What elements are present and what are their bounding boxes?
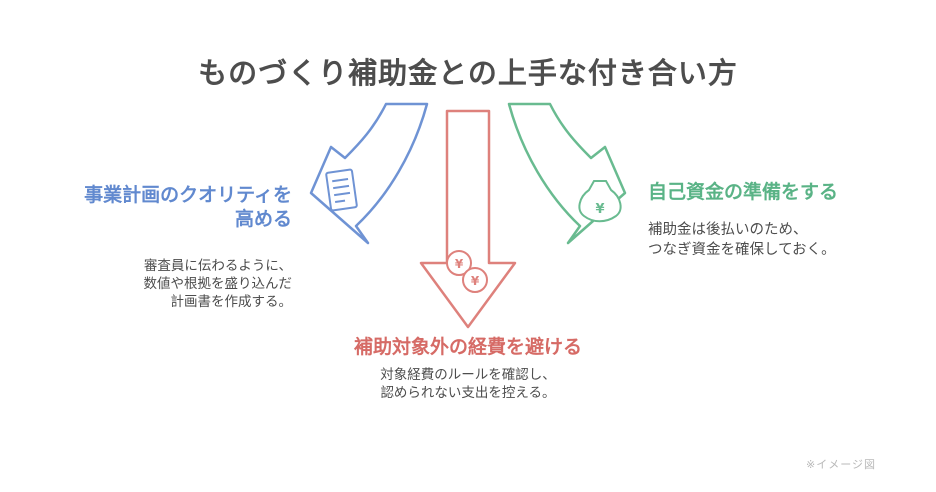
svg-text:¥: ¥ [471, 274, 480, 288]
left-desc-line3: 計画書を作成する。 [170, 294, 293, 311]
watermark-credit: ※イメージ図 [806, 458, 876, 471]
left-point-heading: 事業計画のクオリティを 高める [30, 184, 292, 232]
left-heading-line1: 事業計画のクオリティを [84, 184, 292, 206]
left-heading-line2: 高める [234, 207, 292, 230]
down-arrow-center [419, 109, 517, 329]
right-heading-line1: 自己資金の準備をする [648, 181, 839, 203]
right-desc-line1: 補助金は後払いのため、 [648, 222, 808, 238]
right-desc-line2: つなぎ資金を確保しておく。 [648, 241, 836, 258]
bottom-desc-line1: 対象経費のルールを確認し、 [380, 367, 556, 383]
bottom-point-description: 対象経費のルールを確認し、 認められない支出を控える。 [268, 366, 668, 402]
coins-icon: ¥ ¥ [446, 250, 488, 293]
bottom-point-heading: 補助対象外の経費を避ける [268, 336, 668, 360]
svg-text:¥: ¥ [595, 202, 604, 217]
right-point-description: 補助金は後払いのため、 つなぎ資金を確保しておく。 [648, 221, 888, 260]
money-bag-icon: ¥ [578, 180, 622, 223]
curved-arrow-right [507, 102, 627, 245]
diagram-title: ものづくり補助金との上手な付き合い方 [198, 56, 738, 90]
bottom-desc-line2: 認められない支出を控える。 [380, 385, 556, 402]
svg-text:¥: ¥ [455, 257, 464, 271]
right-point-heading: 自己資金の準備をする [648, 181, 888, 205]
left-desc-line2: 数値や根拠を盛り込んだ [143, 276, 293, 293]
left-point-description: 審査員に伝わるように、 数値や根拠を盛り込んだ 計画書を作成する。 [30, 257, 293, 312]
left-desc-line1: 審査員に伝わるように、 [143, 258, 292, 274]
bottom-heading-line1: 補助対象外の経費を避ける [353, 336, 582, 358]
document-icon [325, 168, 358, 212]
